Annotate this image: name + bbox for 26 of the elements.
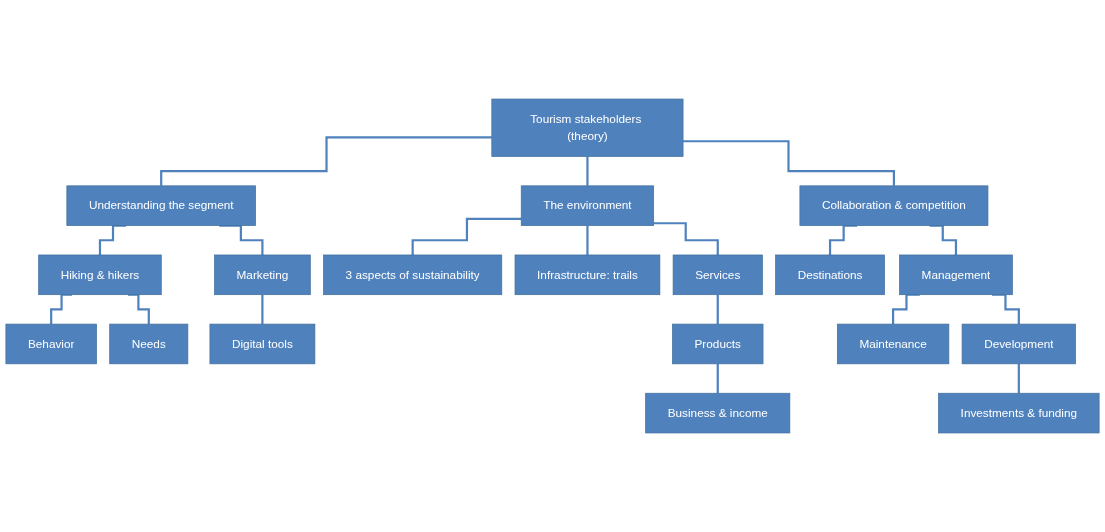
node-box: Understanding the segment <box>66 185 256 226</box>
node-box: Marketing <box>214 254 311 296</box>
node-box: Digital tools <box>209 323 316 365</box>
node-box: Tourism stakeholders (theory) <box>491 98 684 157</box>
connector <box>160 136 492 187</box>
node-box: Products <box>672 323 764 365</box>
connector <box>586 155 589 187</box>
node-box: Collaboration & competition <box>799 185 989 226</box>
node-box: Behavior <box>5 323 97 365</box>
connector <box>1017 362 1020 395</box>
node-box: Management <box>899 254 1013 296</box>
node-box: Investments & funding <box>938 392 1100 434</box>
node-box: Services <box>672 254 763 296</box>
connector <box>716 293 719 326</box>
node-box: Destinations <box>775 254 885 296</box>
node-box: The environment <box>520 185 655 226</box>
node-box: Maintenance <box>836 323 950 365</box>
node-box: Infrastructure: trails <box>514 254 661 296</box>
connector <box>683 140 895 187</box>
connector <box>716 362 719 395</box>
node-box: 3 aspects of sustainability <box>323 254 503 296</box>
node-box: Development <box>961 323 1076 365</box>
node-box: Business & income <box>645 392 791 434</box>
node-box: Needs <box>109 323 189 365</box>
node-box: Hiking & hikers <box>38 254 162 296</box>
connector <box>261 293 264 326</box>
